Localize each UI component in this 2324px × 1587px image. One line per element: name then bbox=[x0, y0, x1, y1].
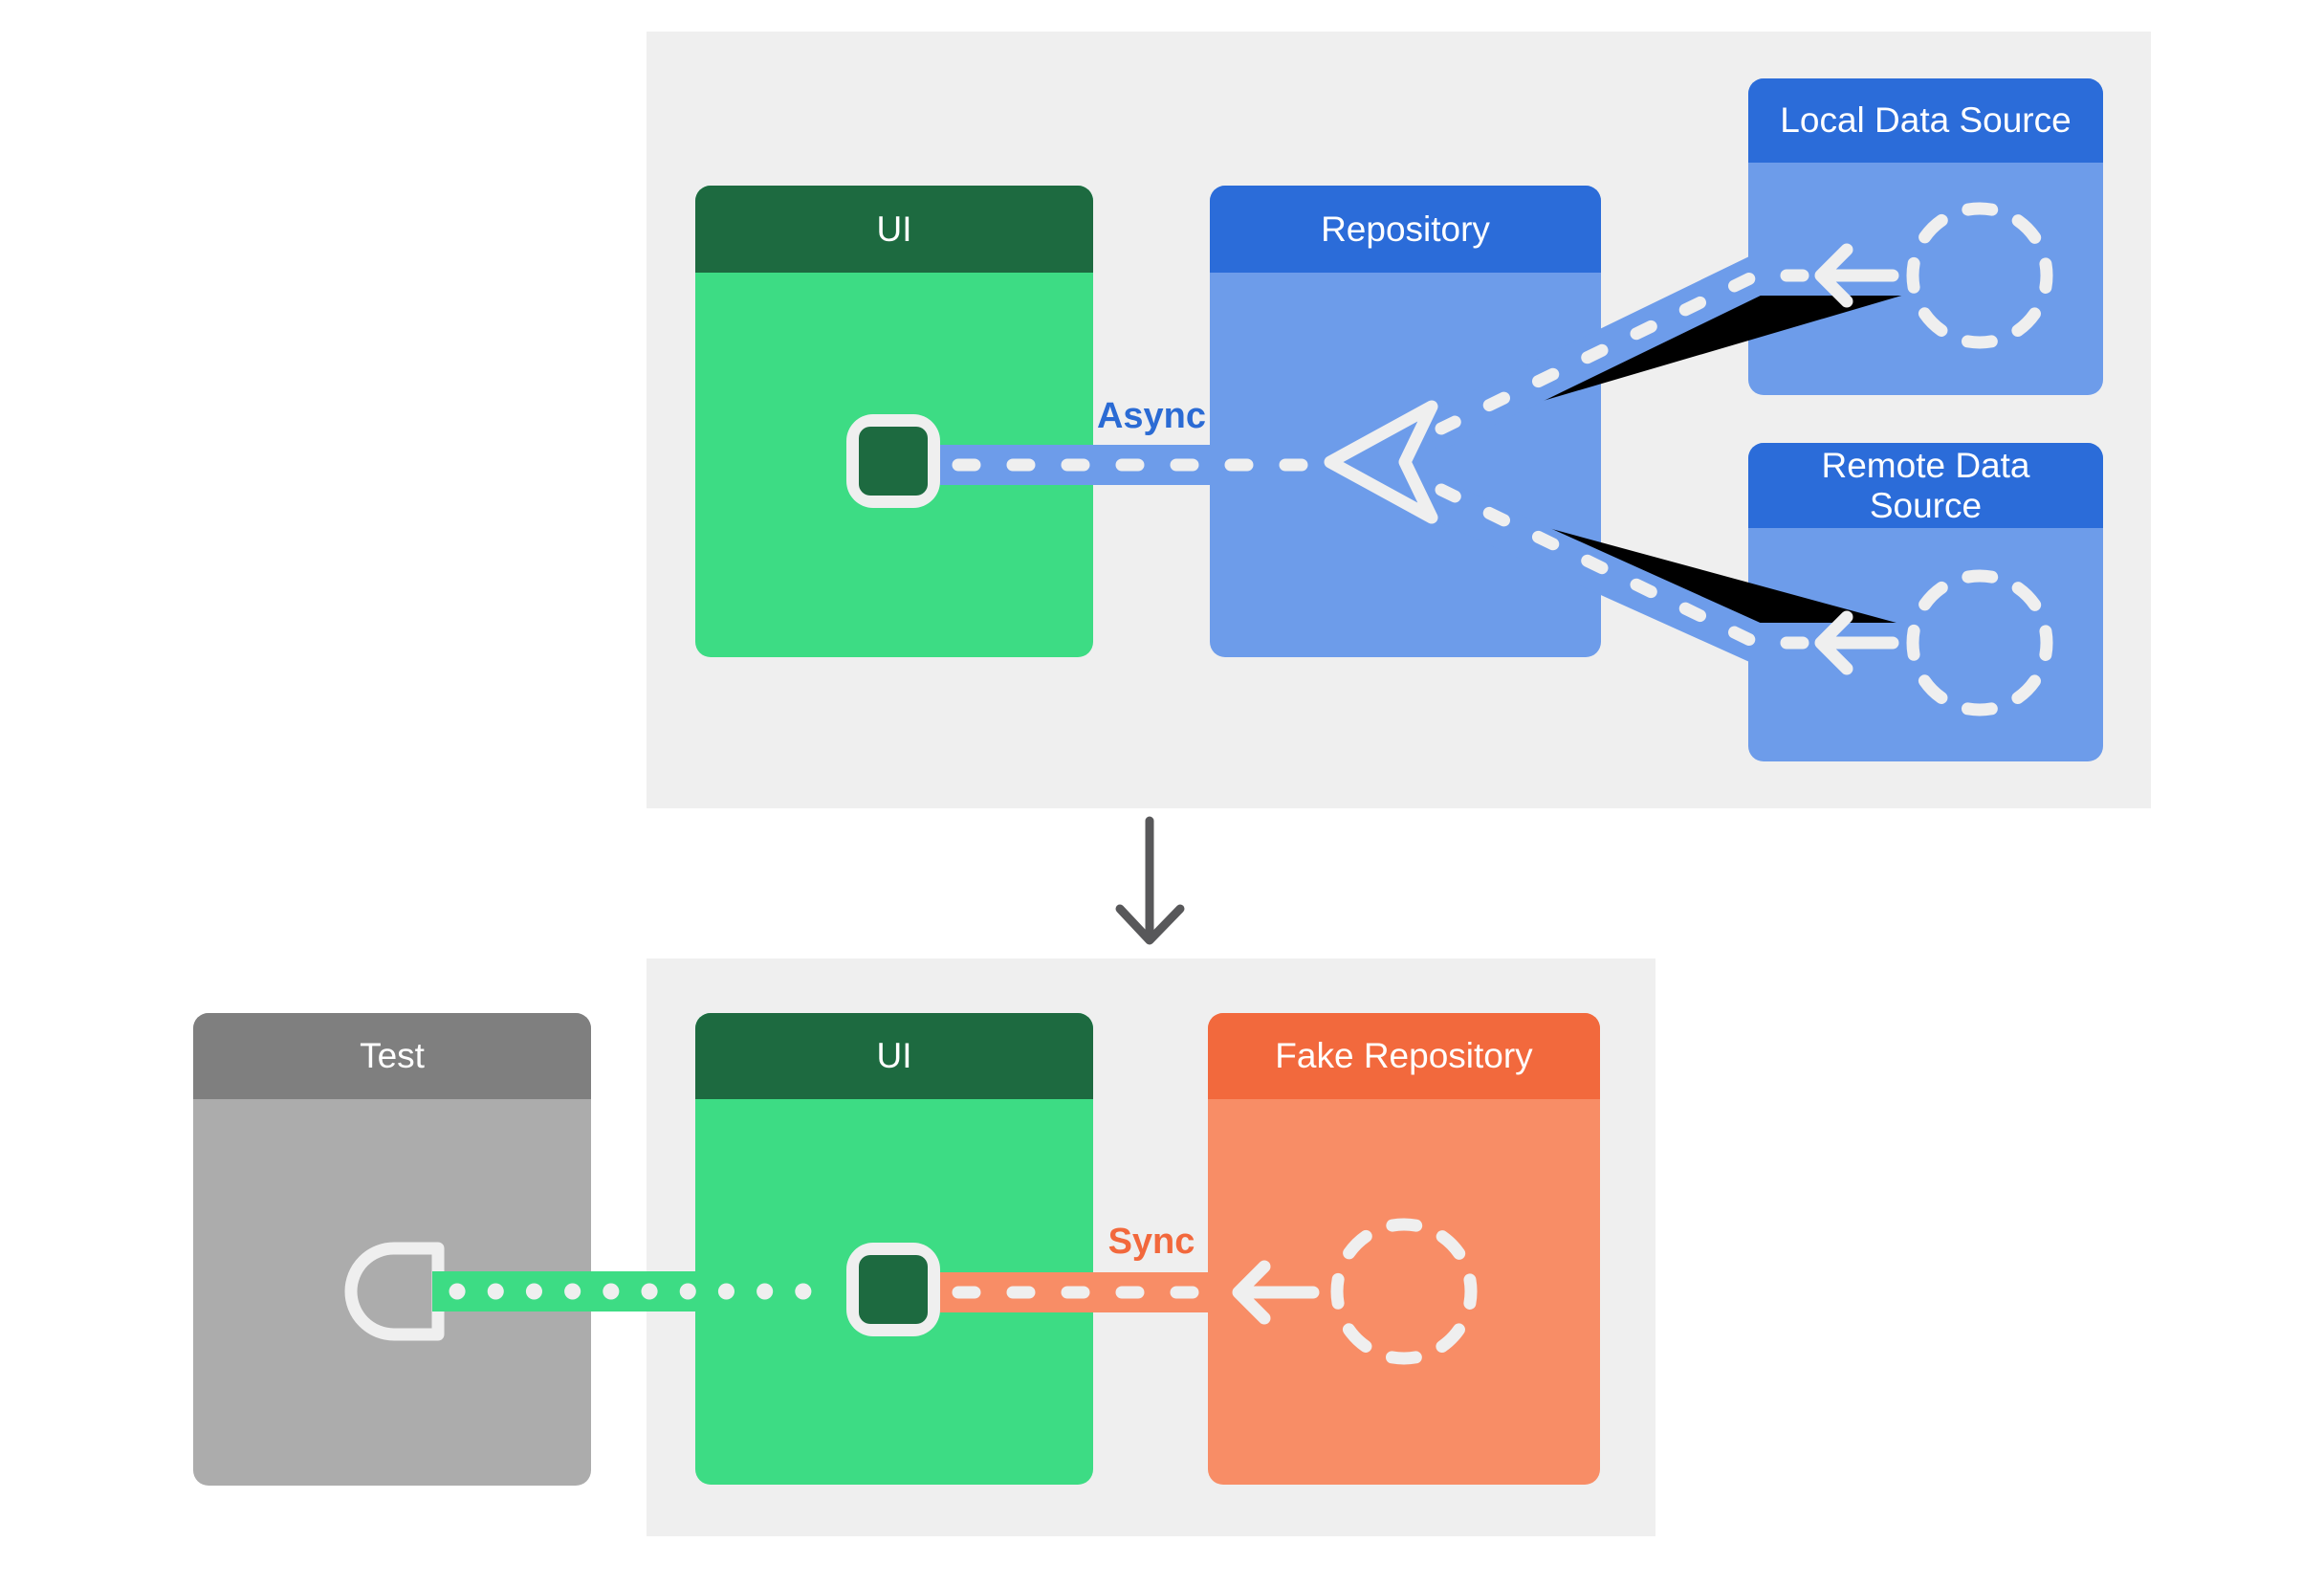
ui-box-bottom: UI bbox=[695, 1013, 1093, 1485]
test-box-title: Test bbox=[360, 1036, 425, 1075]
repository-box-header: Repository bbox=[1210, 186, 1601, 273]
local-data-source-box: Local Data Source bbox=[1748, 78, 2103, 395]
remote-data-source-title: Remote Data Source bbox=[1821, 445, 2030, 525]
down-arrow-icon bbox=[1115, 816, 1185, 945]
repository-box: Repository bbox=[1210, 186, 1601, 657]
ui-box-bottom-title: UI bbox=[876, 1036, 912, 1075]
local-data-source-header: Local Data Source bbox=[1748, 78, 2103, 163]
fake-repository-title: Fake Repository bbox=[1275, 1036, 1533, 1075]
ui-box-top-title: UI bbox=[876, 209, 912, 249]
ui-box-top-header: UI bbox=[695, 186, 1093, 273]
ui-box-bottom-header: UI bbox=[695, 1013, 1093, 1099]
remote-data-source-box: Remote Data Source bbox=[1748, 443, 2103, 761]
fake-repository-box: Fake Repository bbox=[1208, 1013, 1600, 1485]
remote-data-source-header: Remote Data Source bbox=[1748, 443, 2103, 528]
sync-label: Sync bbox=[1107, 1222, 1195, 1262]
async-label: Async bbox=[1096, 396, 1207, 436]
test-box: Test bbox=[193, 1013, 591, 1486]
local-data-source-title: Local Data Source bbox=[1780, 100, 2072, 140]
fake-repository-header: Fake Repository bbox=[1208, 1013, 1600, 1099]
test-box-header: Test bbox=[193, 1013, 591, 1099]
repository-box-title: Repository bbox=[1321, 209, 1490, 249]
ui-box-top: UI bbox=[695, 186, 1093, 657]
